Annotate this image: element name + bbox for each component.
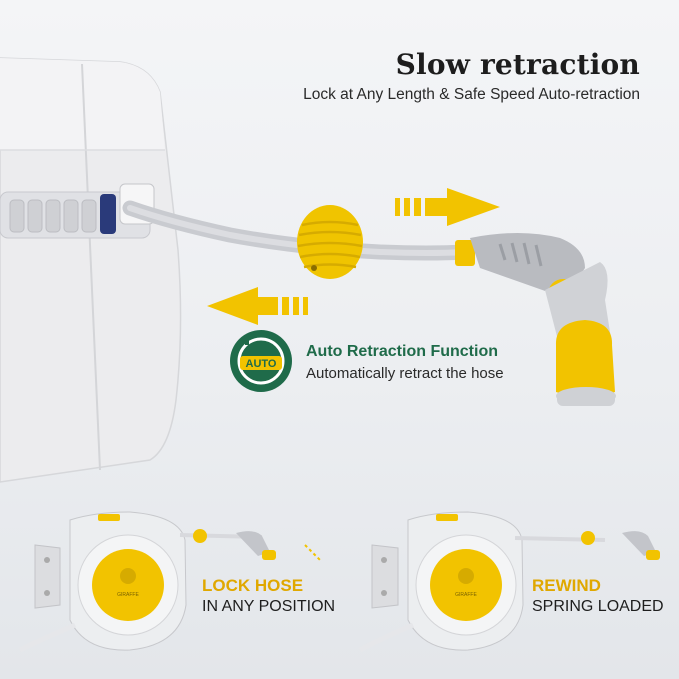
- auto-retraction-description: Automatically retract the hose: [306, 365, 504, 382]
- rewind-title: REWIND: [532, 576, 601, 595]
- retract-arrow-icon: [207, 287, 308, 325]
- lock-reel-brand: GIRAFFE: [117, 592, 139, 598]
- hose-stopper-ball: [297, 205, 363, 279]
- lock-hose-reel-illustration: [18, 511, 321, 653]
- rewind-subtitle: SPRING LOADED: [532, 598, 664, 615]
- hero-title: Slow retraction: [395, 48, 640, 81]
- spray-nozzle: [455, 233, 616, 406]
- rewind-reel-brand: GIRAFFE: [455, 592, 477, 598]
- lock-hose-title: LOCK HOSE: [202, 576, 304, 595]
- hero-subtitle: Lock at Any Length & Safe Speed Auto-ret…: [303, 86, 640, 103]
- lock-hose-subtitle: IN ANY POSITION: [202, 598, 336, 615]
- extend-arrow-icon: [395, 188, 500, 226]
- auto-badge-text: AUTO: [246, 358, 277, 370]
- auto-retraction-title: Auto Retraction Function: [306, 343, 498, 360]
- rewind-reel-illustration: [358, 511, 660, 653]
- auto-retraction-icon: [230, 330, 292, 392]
- reel-housing: [0, 57, 182, 483]
